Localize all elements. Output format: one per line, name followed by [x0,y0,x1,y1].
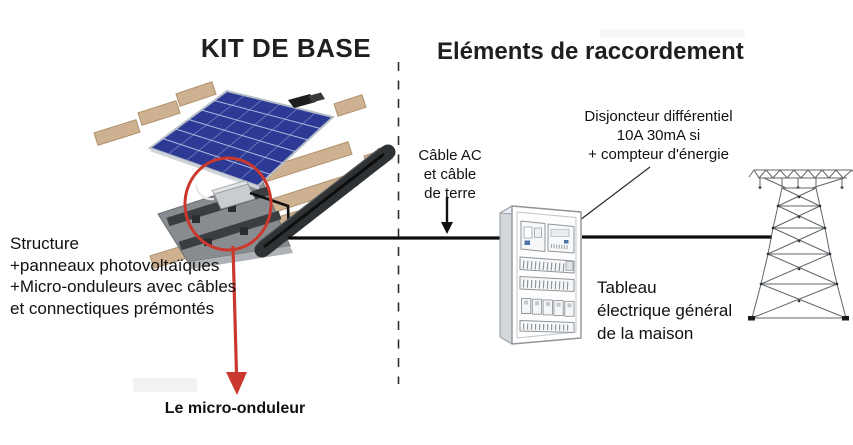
watermark-smudge [133,378,197,392]
junction-box-top [308,92,325,103]
cable-ac-arrow [441,197,453,234]
tableau-electrique-label: Tableau électrique général de la maison [597,276,782,345]
structure-line1: Structure [10,234,79,253]
tower-node-dots [759,195,839,303]
cable-ac-line3: de terre [424,185,476,203]
disjoncteur-line2: 10A 30mA si [616,126,701,144]
structure-kit-label: Structure +panneaux photovoltaïques +Mic… [10,233,272,319]
cable-ac-line1: Câble AC [418,147,482,164]
disjoncteur-line3: + compteur d'énergie [588,145,729,163]
structure-line2: +panneaux photovoltaïques [10,255,220,275]
panel-breaker-row [521,298,575,317]
panel-terminal-strips [519,256,575,292]
disjoncteur-label: Disjoncteur différentiel 10A 30mA si + c… [556,108,761,165]
panel-column-lines [167,94,316,180]
cable-ac-label: Câble AC et câble de terre [398,146,502,204]
structure-line4: et connectiques prémontés [10,298,215,318]
panel-row-breaker-meter [520,220,575,254]
cable-ac-line2: et câble [423,166,477,184]
panel-bottom-strip [519,320,575,333]
red-highlight-circle [183,156,273,252]
tableau-line1: Tableau [597,278,657,297]
tableau-line2: électrique général [597,301,733,321]
tableau-line3: de la maison [597,324,694,344]
structure-line3: +Micro-onduleurs avec câbles [10,277,237,297]
transmission-tower-icon [748,169,853,321]
edge-rail-bar [254,144,396,258]
elements-raccordement-title: Eléments de raccordement [437,38,744,65]
electrical-panel-illustration [499,205,582,345]
kit-de-base-title: KIT DE BASE [200,33,372,63]
disjoncteur-arrow [570,166,651,228]
red-pointer-arrow [226,245,247,395]
watermark-smudge [600,29,745,37]
micro-onduleur-label: Le micro-onduleur [164,400,306,417]
disjoncteur-line1: Disjoncteur différentiel [584,108,733,125]
